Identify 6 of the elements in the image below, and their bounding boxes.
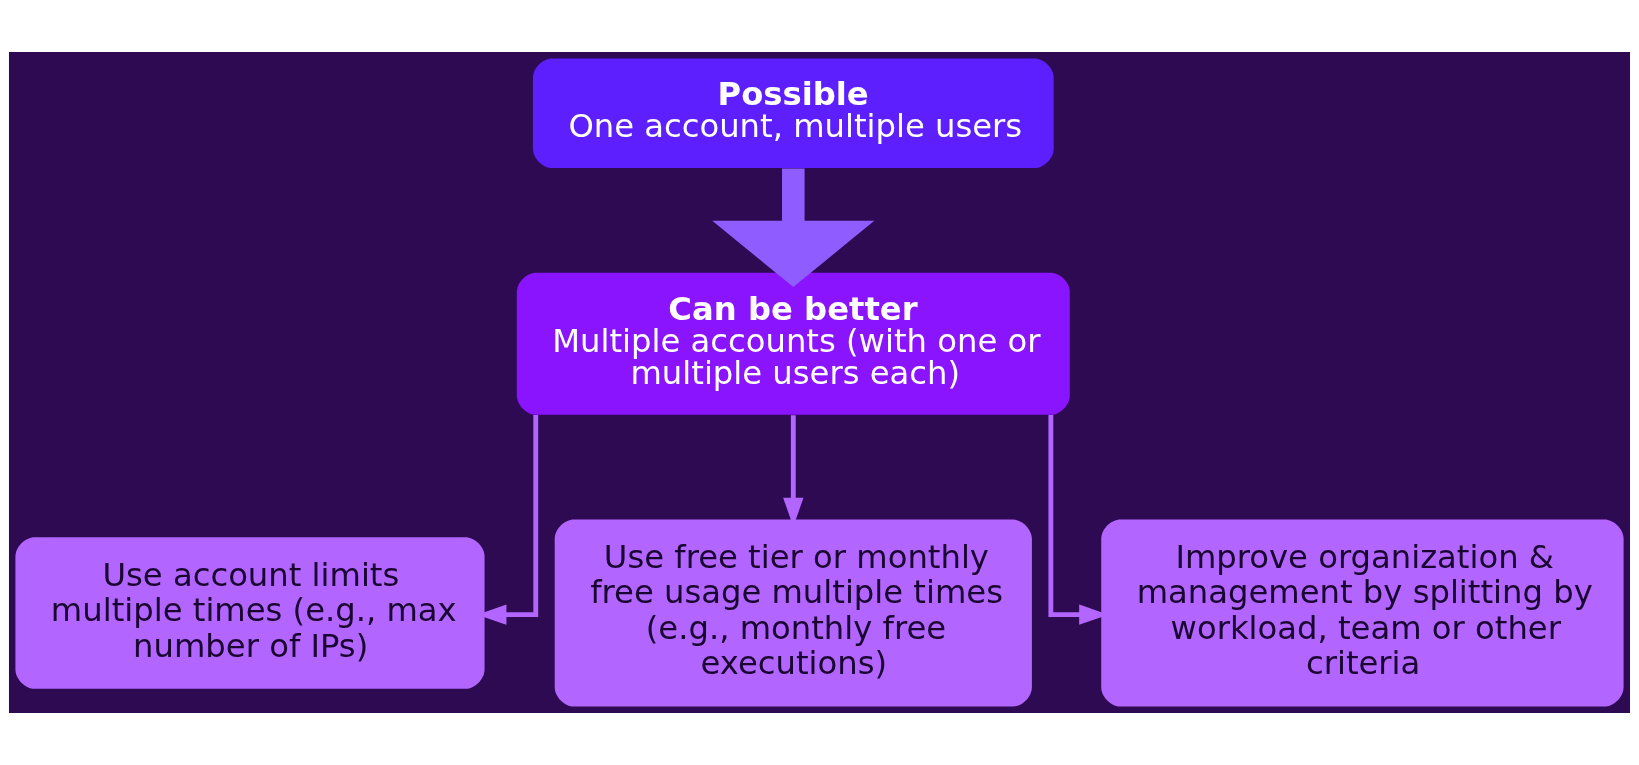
node-box: Use account limits multiple times (e.g., max number of IPs) — [15, 537, 485, 689]
node-box: Possible One account, multiple users — [532, 58, 1054, 169]
node-box: Improve organization & management by splitting by workload, team or other criteria — [1101, 519, 1624, 707]
arrow — [712, 168, 875, 287]
node-box: Can be better Multiple accounts (with one or multiple users each) — [516, 272, 1070, 415]
node-box: Use free tier or monthly free usage multiple times (e.g., monthly free executions) — [554, 519, 1032, 707]
